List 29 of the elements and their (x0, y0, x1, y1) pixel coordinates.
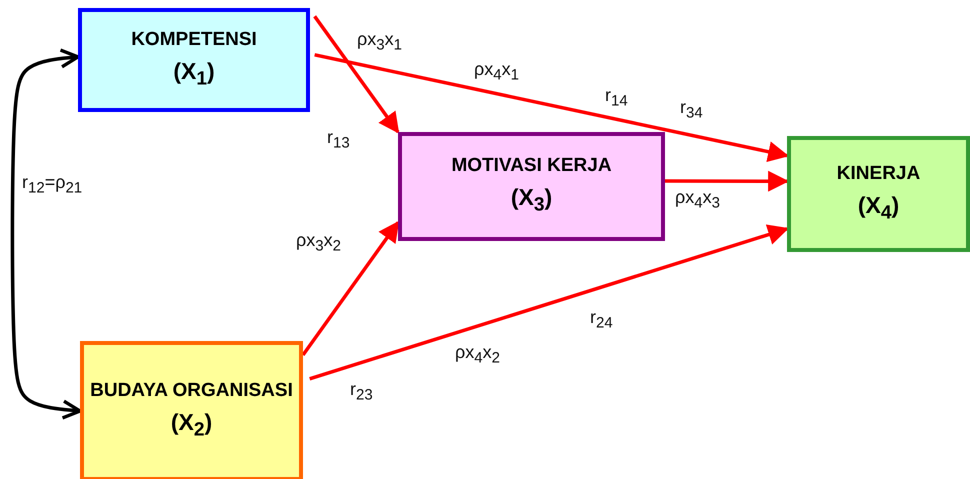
variable-box (80, 341, 303, 479)
coefficient-label: r$_{12}$=ρ$_{21}$ (22, 173, 82, 196)
variable-box (78, 8, 310, 112)
coefficient-label: ρx$_{4}$x$_{3}$ (675, 188, 720, 211)
coefficient-label: r$_{14}$ (605, 86, 628, 109)
variable-symbol: (X$_{4}$) (858, 190, 900, 226)
coefficient-label: ρx$_{3}$x$_{2}$ (296, 231, 341, 254)
coefficient-label: r$_{13}$ (327, 128, 350, 151)
variable-name: KOMPETENSI (131, 28, 257, 52)
coefficient-label: ρx$_{4}$x$_{1}$ (474, 60, 519, 83)
arrow (665, 170, 790, 192)
variable-symbol: (X$_{3}$) (510, 183, 552, 218)
variable-name: BUDAYA ORGANISASI (90, 378, 293, 403)
variable-symbol: (X$_{1}$) (173, 56, 215, 92)
coefficient-label: r$_{24}$ (590, 308, 613, 331)
coefficient-label: r$_{34}$ (680, 98, 703, 121)
variable-box (398, 132, 665, 241)
coefficient-label: ρx$_{3}$x$_{1}$ (357, 30, 402, 53)
arrow (10, 48, 82, 420)
arrow (314, 53, 790, 162)
coefficient-label: r$_{23}$ (350, 380, 373, 403)
coefficient-label: ρx$_{4}$x$_{2}$ (455, 343, 500, 366)
variable-name: MOTIVASI KERJA (451, 154, 612, 178)
arrow (309, 224, 789, 380)
arrow (313, 15, 400, 134)
variable-symbol: (X$_{2}$) (170, 408, 212, 442)
variable-box (787, 136, 970, 252)
arrow (302, 220, 400, 356)
variable-name: KINERJA (836, 162, 920, 186)
